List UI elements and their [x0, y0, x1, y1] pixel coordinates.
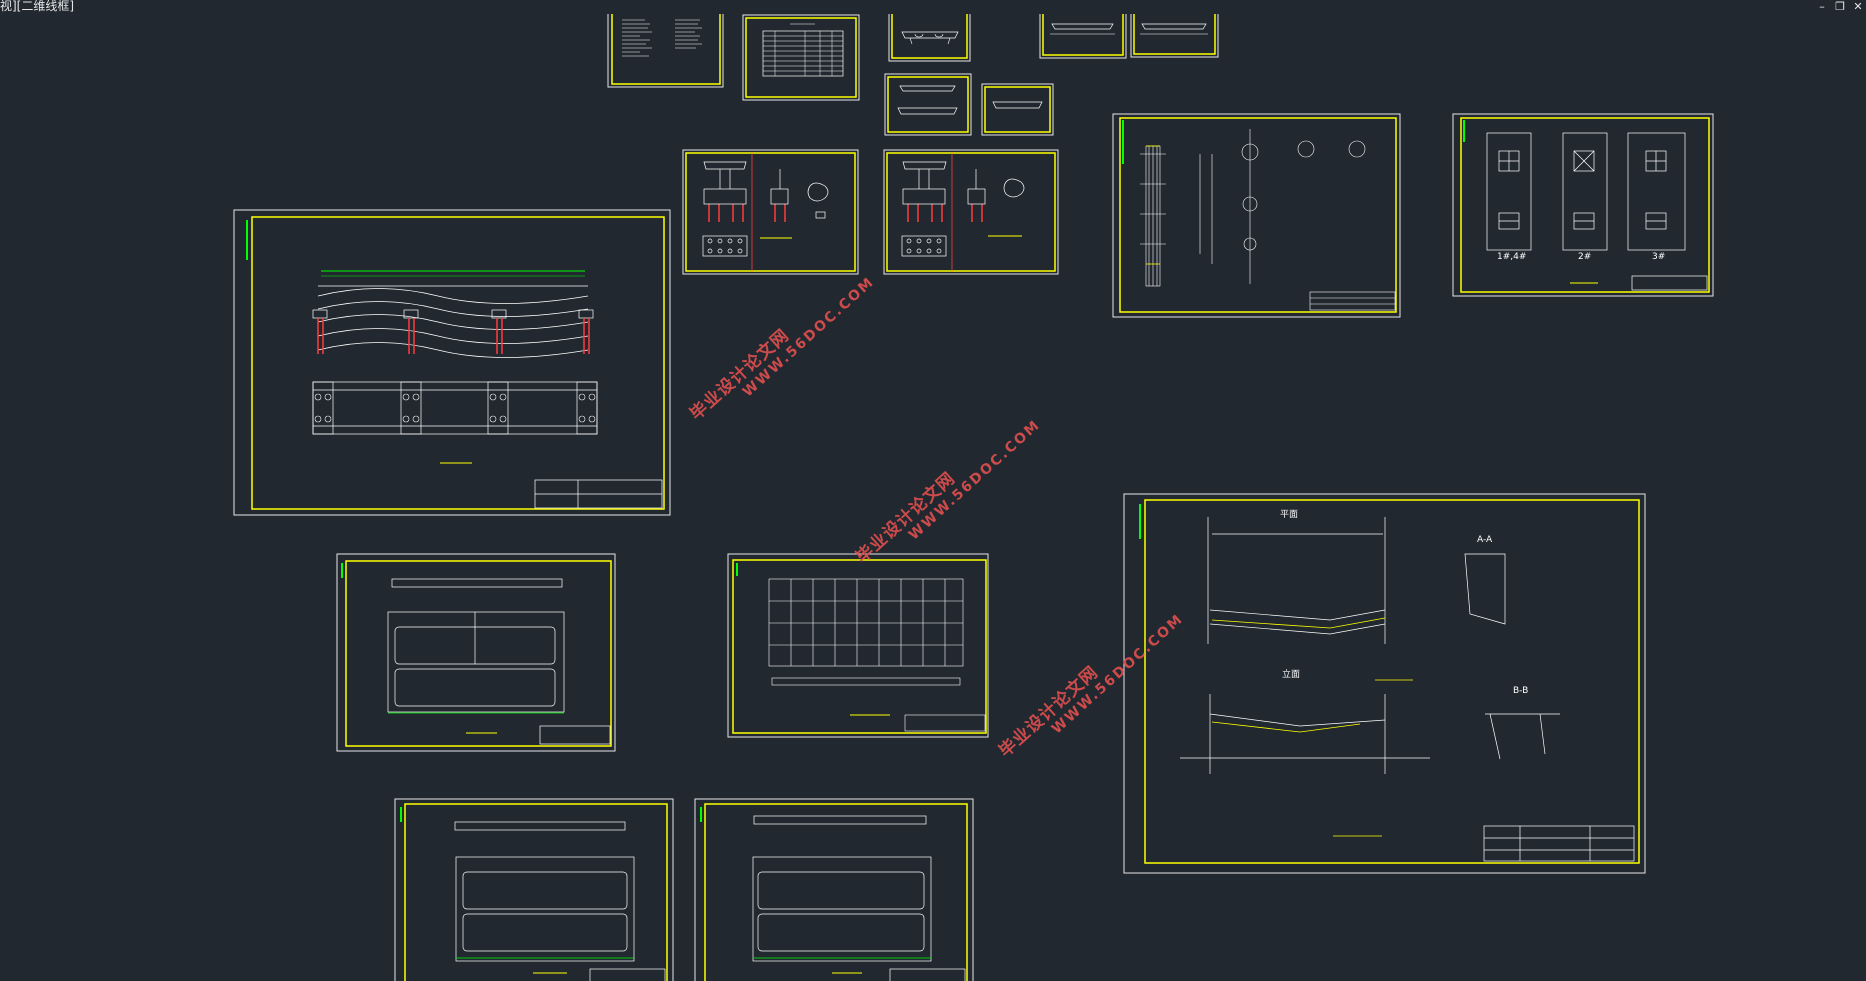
sheet-deck-grid[interactable]: [727, 553, 989, 738]
sheet-pile-reinforcement[interactable]: [1112, 113, 1401, 318]
detail-label-plan: 平面: [1280, 510, 1299, 520]
pier-label-1: 1#,4#: [1497, 252, 1527, 262]
sheet-deck-details[interactable]: [1123, 493, 1646, 874]
sheet-slab-3[interactable]: [694, 798, 974, 981]
sheet-table[interactable]: [742, 14, 860, 101]
sheet-pier-elevation-1[interactable]: [682, 149, 859, 275]
sheet-bridge-elevation[interactable]: [233, 209, 671, 516]
sheet-pier-elevation-2[interactable]: [883, 149, 1059, 275]
sheet-section-3[interactable]: [1130, 14, 1219, 58]
sheet-section-2[interactable]: [1039, 14, 1127, 59]
window-controls: – ❐ ✕: [1816, 0, 1864, 12]
pier-label-2: 2#: [1578, 252, 1592, 262]
sheet-section-5[interactable]: [981, 83, 1054, 136]
sheet-slab-2[interactable]: [394, 798, 674, 981]
minimize-button[interactable]: –: [1819, 0, 1825, 13]
sheet-notes[interactable]: [607, 14, 724, 88]
sheet-section-4[interactable]: [884, 73, 972, 136]
viewport-label[interactable]: 视][二维线框]: [0, 0, 75, 13]
detail-label-aa: A-A: [1477, 535, 1493, 545]
restore-button[interactable]: ❐: [1835, 0, 1845, 13]
cad-drawings: [233, 14, 1714, 981]
sheet-section-1[interactable]: [888, 14, 971, 62]
detail-label-elevation: 立面: [1282, 670, 1301, 680]
pier-label-3: 3#: [1652, 252, 1666, 262]
detail-label-bb: B-B: [1513, 686, 1529, 696]
sheet-slab-1[interactable]: [336, 553, 616, 752]
sheet-pier-footing-plan[interactable]: [1452, 113, 1714, 297]
close-button[interactable]: ✕: [1853, 0, 1863, 13]
drawing-canvas[interactable]: 1#,4# 2# 3# A-A B-B 平面 立面 毕业设计论文网 WWW.56…: [0, 14, 1866, 981]
